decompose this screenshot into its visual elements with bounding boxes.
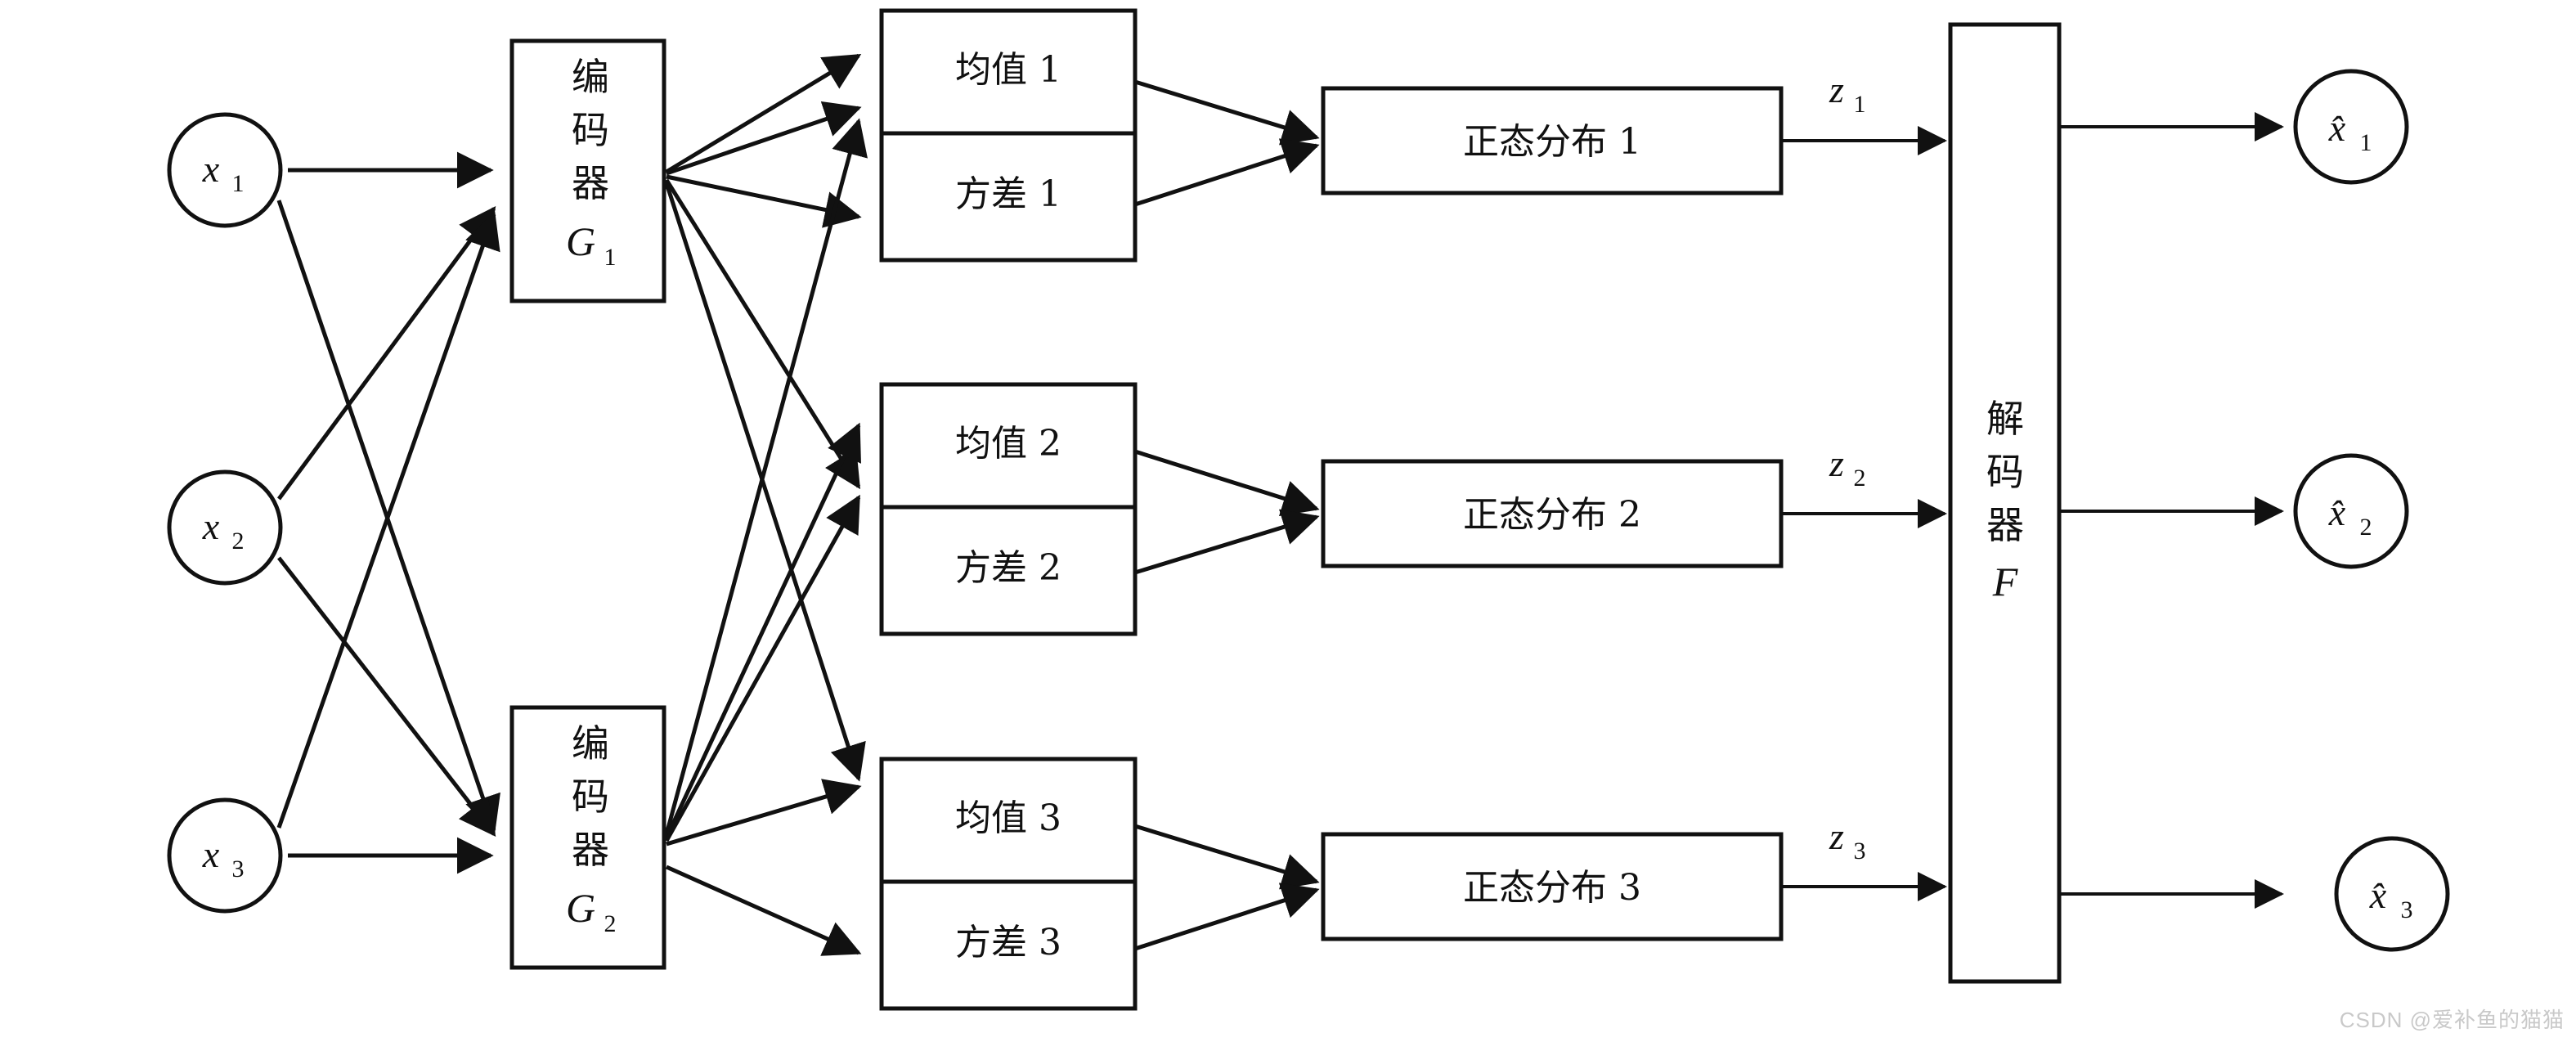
stat-box-3[interactable]: 均值 3 方差 3 [879, 757, 1138, 1011]
edge-G2-to-var2 [664, 494, 861, 842]
distribution-box-1[interactable]: 正态分布 1 [1321, 86, 1784, 195]
edge-G2-to-var3 [665, 865, 862, 956]
output-node-xhat1[interactable]: x̂ 1 [2293, 69, 2409, 185]
edges-input-to-encoder [276, 151, 500, 874]
edge-mean1-to-dist1 [1134, 79, 1320, 146]
edge-G2-to-mean2 [664, 422, 861, 839]
output-node-xhat2[interactable]: x̂ 2 [2293, 453, 2409, 569]
edge-G1-to-mean2 [666, 174, 862, 228]
input-node-x2[interactable]: x 2 [167, 469, 283, 586]
distribution-box-2[interactable]: 正态分布 2 [1321, 459, 1784, 568]
edge-G2-to-var1 [664, 118, 868, 835]
encoder-G2-subscript: 2 [604, 910, 617, 937]
output-xhat1-symbol: x̂ [2328, 107, 2346, 149]
decoder-line2: 码 [1986, 450, 2024, 494]
distribution-box-3[interactable]: 正态分布 3 [1321, 832, 1784, 941]
input-node-x3[interactable]: x 3 [167, 797, 283, 914]
output-xhat2-symbol: x̂ [2328, 492, 2346, 533]
edge-var1-to-dist1 [1134, 138, 1320, 207]
output-xhat3-subscript: 3 [2401, 896, 2413, 923]
stat-box-3-mean-label: 均值 3 [955, 797, 1061, 839]
output-xhat2-subscript: 2 [2360, 514, 2372, 541]
edge-x2-to-G1 [276, 205, 496, 501]
edges-decoder-to-output [2061, 112, 2284, 909]
encoder-G1-line1: 编 [572, 55, 609, 99]
encoder-G1-line2: 码 [572, 108, 609, 152]
edges-encoder-to-stats [664, 53, 868, 956]
edge-G2-to-mean3 [666, 779, 862, 847]
latent-z2-subscript: 2 [1854, 465, 1866, 492]
input-x2-symbol: x [202, 505, 220, 547]
edge-G1-to-mean1 [665, 53, 862, 174]
decoder-line1: 解 [1986, 397, 2024, 441]
edge-var3-to-dist3 [1134, 883, 1320, 951]
edge-mean2-to-dist2 [1134, 449, 1320, 517]
stat-box-2-variance-label: 方差 2 [955, 547, 1061, 589]
input-x3-subscript: 3 [232, 856, 245, 883]
distribution-3-label: 正态分布 3 [1463, 867, 1641, 909]
edges-distribution-to-decoder [1783, 126, 1947, 901]
stat-box-2[interactable]: 均值 2 方差 2 [879, 382, 1138, 636]
encoder-G2-line3: 器 [572, 828, 609, 872]
encoder-G2-line2: 码 [572, 775, 609, 819]
encoder-G2[interactable]: 编 码 器 G 2 [509, 705, 666, 970]
latent-z1-symbol: z [1829, 69, 1844, 110]
edge-x3-to-G1 [276, 211, 500, 829]
distribution-1-label: 正态分布 1 [1463, 121, 1641, 163]
latent-label-z1: z 1 [1829, 69, 1865, 118]
edge-G1-to-var2 [664, 178, 861, 490]
distribution-2-label: 正态分布 2 [1463, 494, 1641, 536]
input-x1-subscript: 1 [232, 170, 245, 197]
encoder-G1[interactable]: 编 码 器 G 1 [509, 38, 666, 303]
latent-z3-subscript: 3 [1854, 838, 1866, 865]
watermark-text: CSDN @爱补鱼的猫猫 [2339, 1008, 2565, 1032]
input-node-x1[interactable]: x 1 [167, 112, 283, 228]
latent-z3-symbol: z [1829, 815, 1844, 857]
input-x2-subscript: 2 [232, 528, 245, 555]
stat-box-3-variance-label: 方差 3 [955, 922, 1061, 963]
output-xhat3-symbol: x̂ [2369, 874, 2387, 916]
encoder-G1-line3: 器 [572, 161, 609, 205]
edge-var2-to-dist2 [1134, 509, 1320, 575]
edge-x2-to-G2 [277, 556, 496, 837]
encoder-G2-line1: 编 [572, 721, 609, 766]
encoder-G1-subscript: 1 [604, 244, 617, 271]
output-node-xhat3[interactable]: x̂ 3 [2334, 836, 2450, 952]
encoder-G2-symbol: G [566, 885, 595, 931]
decoder-F[interactable]: 解 码 器 F [1948, 22, 2062, 984]
stat-box-1-mean-label: 均值 1 [955, 49, 1061, 91]
stat-box-1[interactable]: 均值 1 方差 1 [879, 8, 1138, 263]
input-x1-symbol: x [202, 148, 220, 190]
latent-label-z2: z 2 [1829, 442, 1865, 492]
latent-z1-subscript: 1 [1854, 91, 1866, 118]
edges-stats-to-distributions [1134, 79, 1320, 951]
encoder-G1-symbol: G [566, 218, 595, 264]
latent-label-z3: z 3 [1829, 815, 1865, 865]
latent-z2-symbol: z [1829, 442, 1844, 484]
stat-box-2-mean-label: 均值 2 [955, 423, 1061, 465]
edge-G1-to-var1 [666, 101, 862, 176]
stat-box-1-variance-label: 方差 1 [955, 173, 1061, 215]
decoder-symbol: F [1992, 559, 2018, 604]
output-xhat1-subscript: 1 [2360, 129, 2372, 156]
input-x3-symbol: x [202, 833, 220, 875]
edge-mean3-to-dist3 [1134, 824, 1320, 890]
decoder-line3: 器 [1986, 503, 2024, 547]
